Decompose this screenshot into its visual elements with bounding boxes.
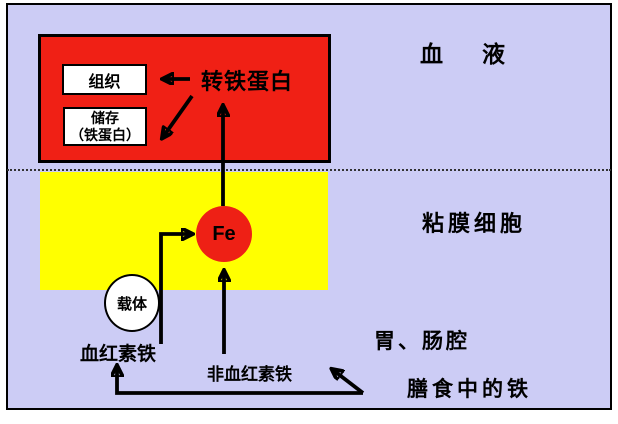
stomach-lumen-label: 胃、肠腔 — [374, 330, 470, 353]
carrier-circle: 载体 — [104, 274, 160, 332]
fe-label: Fe — [212, 222, 236, 245]
dietary-iron-label: 膳食中的铁 — [407, 378, 532, 401]
tissue-label: 组织 — [88, 73, 121, 91]
carrier-label: 载体 — [116, 295, 147, 313]
fe-circle: Fe — [196, 206, 252, 262]
tissue-box: 组织 — [62, 64, 147, 95]
membrane-dotted-line — [7, 169, 611, 171]
mucosa-region-label: 粘膜细胞 — [422, 211, 527, 236]
storage-label-line2: （铁蛋白） — [70, 126, 140, 143]
mucosal-cell-box — [40, 172, 328, 290]
storage-label-line1: 储存 — [91, 109, 119, 126]
storage-box: 储存 （铁蛋白） — [63, 107, 147, 146]
blood-region-label: 血 液 — [420, 41, 513, 67]
nonheme-iron-label: 非血红素铁 — [207, 365, 292, 384]
transferrin-label: 转铁蛋白 — [201, 69, 294, 94]
heme-iron-label: 血红素铁 — [80, 344, 157, 365]
